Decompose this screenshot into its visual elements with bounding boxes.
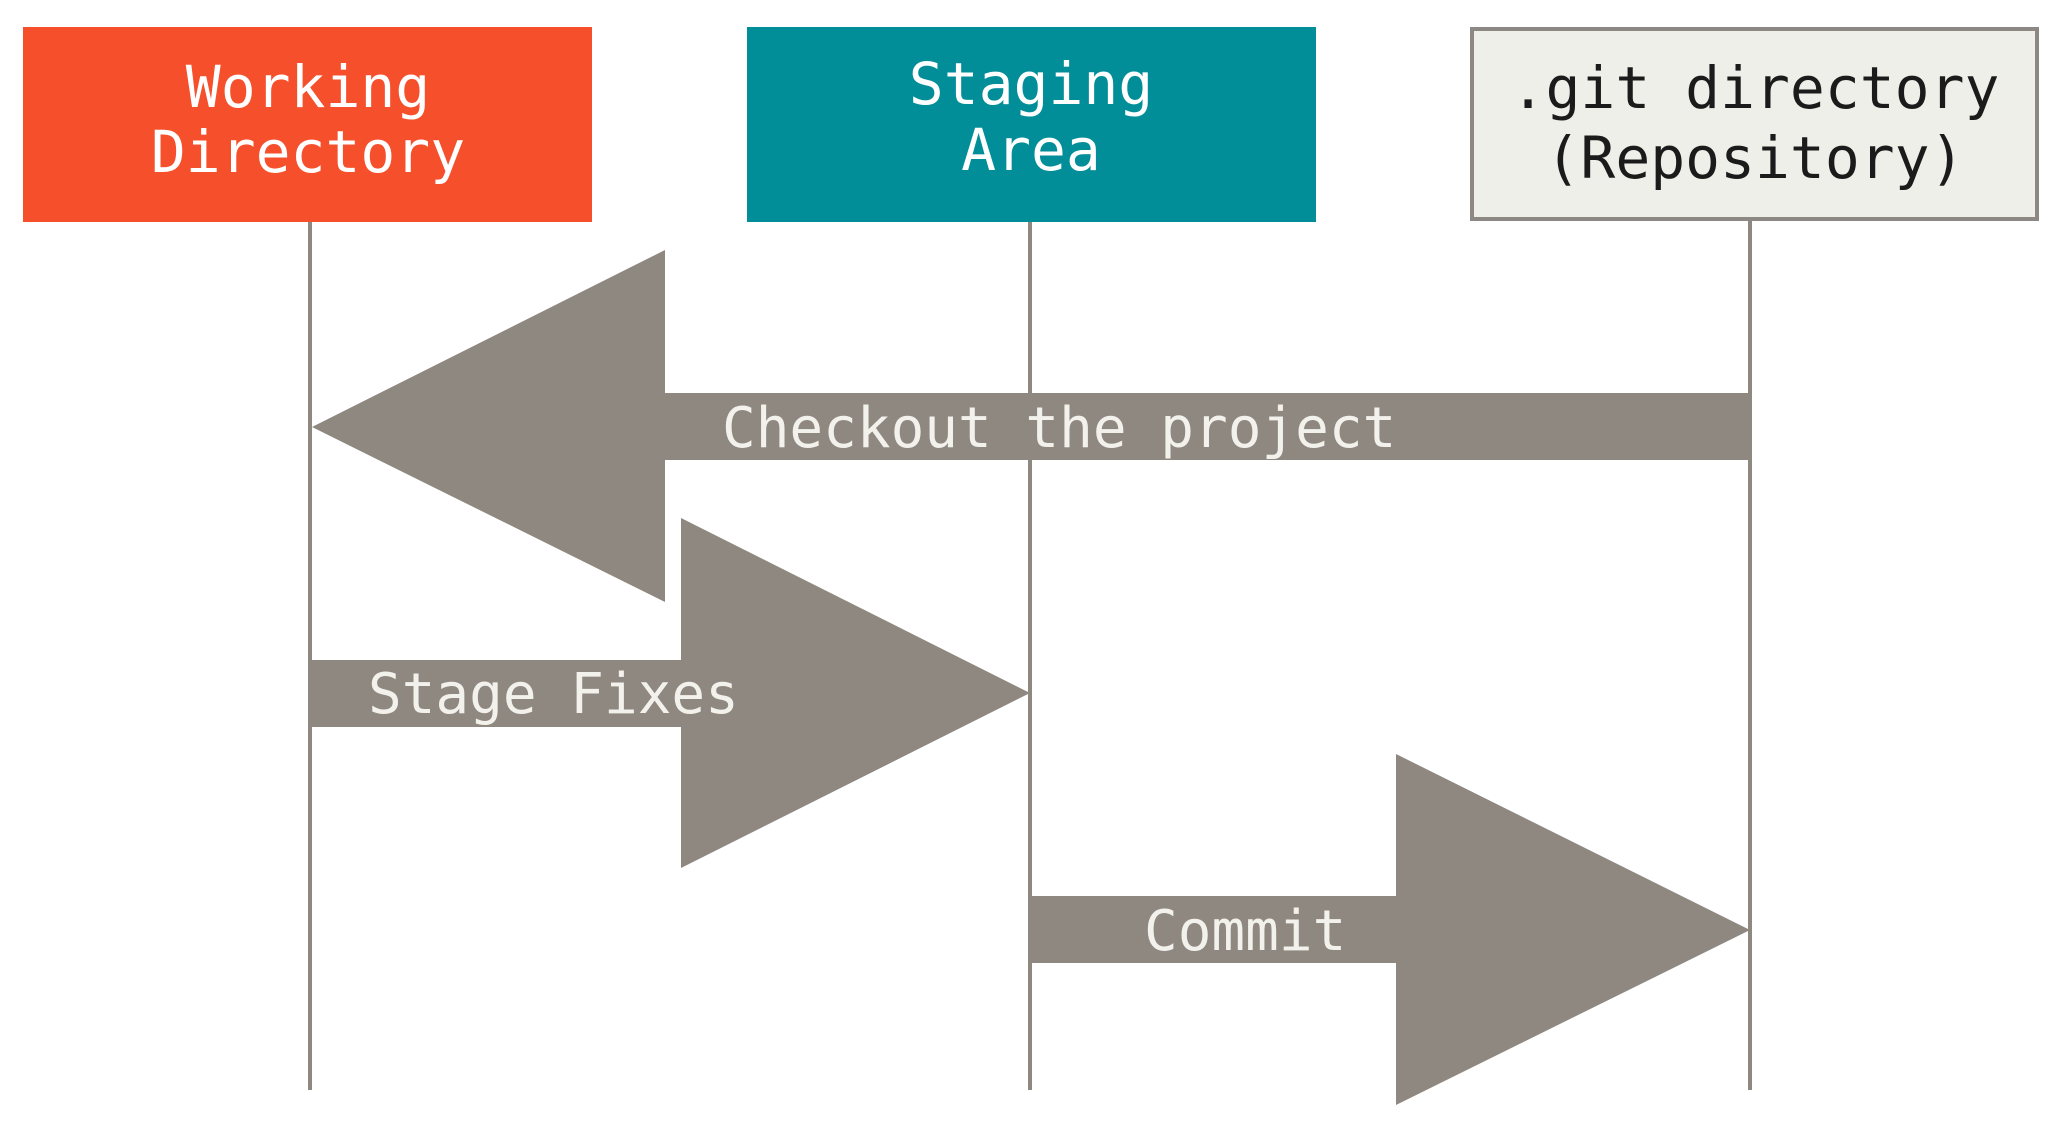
commit-arrow-label: Commit [1144, 899, 1346, 964]
checkout-arrow [312, 250, 1750, 602]
working-directory-label-line2: Directory [151, 118, 465, 186]
repository-label-line2: (Repository) [1545, 124, 1964, 192]
staging-area-label-line1: Staging [909, 50, 1153, 118]
working-directory-label-line1: Working [186, 53, 430, 121]
stage-fixes-arrow-label: Stage Fixes [368, 662, 739, 727]
repository-box [1470, 27, 2039, 221]
stage-fixes-arrow [310, 518, 1030, 868]
repository-label-line1: .git directory [1511, 54, 2000, 122]
staging-area-label-line2: Area [961, 116, 1101, 184]
staging-area-box [747, 27, 1316, 222]
checkout-arrow-label: Checkout the project [722, 396, 1396, 461]
commit-arrow [1030, 754, 1750, 1105]
working-directory-box [23, 27, 592, 222]
